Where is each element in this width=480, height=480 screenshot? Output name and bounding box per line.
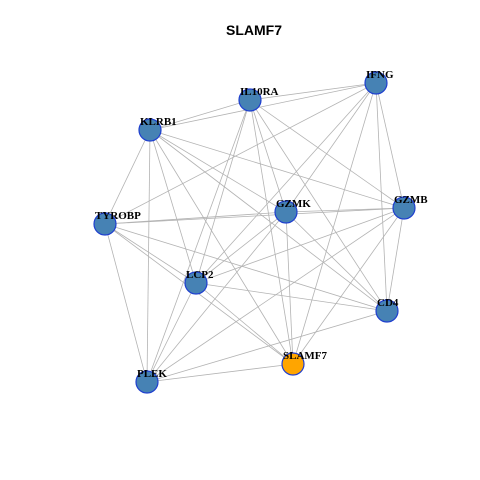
edge-klrb1-gzmk (149, 129, 287, 213)
edge-gzmk-lcp2 (195, 211, 287, 284)
node-gzmb (392, 196, 416, 220)
edge-il10ra-lcp2 (195, 99, 251, 284)
node-gzmk (274, 200, 298, 224)
edge-slamf7-plek (146, 363, 294, 383)
edge-gzmb-lcp2 (195, 207, 405, 284)
edge-lcp2-ifng (195, 82, 377, 284)
node-plek (135, 370, 159, 394)
edge-tyrobp-ifng (104, 82, 377, 225)
node-label-slamf7: SLAMF7 (283, 350, 328, 362)
node-klrb1 (138, 118, 162, 142)
edge-lcp2-slamf7 (195, 282, 294, 365)
edge-il10ra-plek (146, 99, 251, 383)
edge-il10ra-cd4 (249, 99, 388, 312)
edge-tyrobp-plek (104, 223, 148, 383)
node-label-cd4: CD4 (377, 297, 399, 309)
node-label-lcp2: LCP2 (186, 269, 214, 281)
edge-lcp2-plek (146, 282, 197, 383)
node-label-klrb1: KLRB1 (140, 116, 177, 128)
edge-gzmb-slamf7 (292, 207, 405, 365)
edge-klrb1-gzmb (149, 129, 405, 209)
edge-gzmk-gzmb (285, 207, 405, 213)
edge-il10ra-slamf7 (249, 99, 294, 365)
edge-cd4-plek (146, 310, 388, 383)
node-slamf7 (281, 352, 305, 376)
node-layer (93, 71, 416, 394)
edge-layer (104, 82, 405, 383)
edge-gzmk-plek (146, 211, 287, 383)
edge-klrb1-ifng (149, 82, 377, 131)
edge-klrb1-cd4 (149, 129, 388, 312)
edge-il10ra-gzmk (249, 99, 287, 213)
node-cd4 (375, 299, 399, 323)
edge-klrb1-il10ra (149, 99, 251, 131)
graph-title: SLAMF7 (226, 22, 282, 38)
edge-klrb1-slamf7 (149, 129, 294, 365)
node-lcp2 (184, 271, 208, 295)
node-label-plek: PLEK (137, 368, 167, 380)
node-label-gzmb: GZMB (394, 194, 428, 206)
edge-gzmb-ifng (375, 82, 405, 209)
edge-gzmk-ifng (285, 82, 377, 213)
node-label-tyrobp: TYROBP (95, 210, 141, 222)
edge-cd4-ifng (375, 82, 388, 312)
edge-tyrobp-cd4 (104, 223, 388, 312)
edge-lcp2-cd4 (195, 282, 388, 312)
edge-gzmk-cd4 (285, 211, 388, 312)
node-il10ra (238, 88, 262, 112)
node-label-gzmk: GZMK (276, 198, 311, 210)
edge-gzmk-slamf7 (285, 211, 294, 365)
edge-klrb1-tyrobp (104, 129, 151, 225)
edge-klrb1-lcp2 (149, 129, 197, 284)
edge-tyrobp-gzmb (104, 207, 405, 225)
edge-il10ra-ifng (249, 82, 377, 101)
node-tyrobp (93, 212, 117, 236)
edge-gzmb-cd4 (386, 207, 405, 312)
node-ifng (364, 71, 388, 95)
node-label-ifng: IFNG (366, 69, 394, 81)
edge-il10ra-gzmb (249, 99, 405, 209)
node-label-il10ra: IL10RA (240, 86, 279, 98)
edge-tyrobp-lcp2 (104, 223, 197, 284)
edge-slamf7-ifng (292, 82, 377, 365)
